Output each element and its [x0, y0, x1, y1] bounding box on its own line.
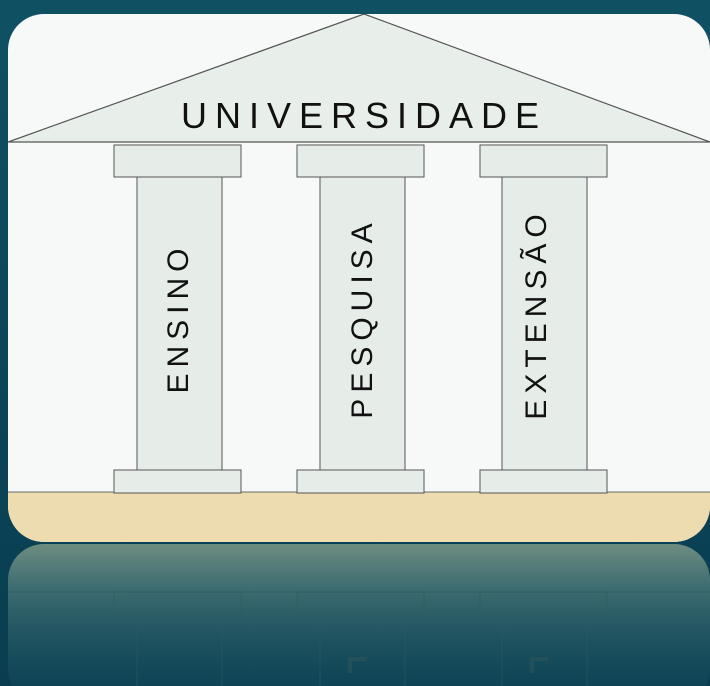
- pillar-extensao: EXTENSÃO: [479, 144, 608, 494]
- roof-title: UNIVERSIDADE: [181, 95, 547, 136]
- pillar-label: PESQUISA: [346, 217, 379, 418]
- panel-reflection: [8, 544, 710, 686]
- ground: [8, 492, 710, 542]
- pillar-base: [113, 469, 242, 494]
- pillar-shaft: [319, 176, 406, 471]
- pillar-capital: [296, 144, 425, 178]
- pillar-shaft: [136, 176, 223, 471]
- roof-pediment: [8, 14, 710, 143]
- pillar-base: [479, 469, 608, 494]
- pillar-label: ENSINO: [162, 242, 195, 393]
- pillar-capital: [479, 144, 608, 178]
- pillar-capital: [113, 144, 242, 178]
- pillar-shaft: [501, 176, 588, 471]
- panel: UNIVERSIDADE ENSINO PESQUISA: [8, 14, 710, 542]
- pillar-label: EXTENSÃO: [519, 208, 553, 419]
- pillar-base: [296, 469, 425, 494]
- pillar-pesquisa: PESQUISA: [296, 144, 425, 494]
- pillar-ensino: ENSINO: [113, 144, 242, 494]
